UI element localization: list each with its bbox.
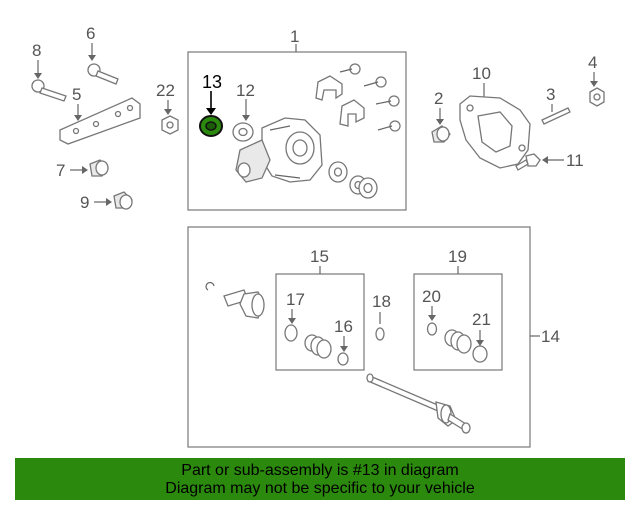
part-5-bracket[interactable] <box>59 97 141 145</box>
callout-19[interactable]: 19 <box>448 247 467 266</box>
assembly-box-1 <box>187 51 407 211</box>
part-21-clamp[interactable] <box>472 345 488 363</box>
bolt-group <box>339 63 401 132</box>
callout-15[interactable]: 15 <box>310 247 329 266</box>
callout-4[interactable]: 4 <box>588 53 597 72</box>
callout-17[interactable]: 17 <box>286 290 305 309</box>
callout-18[interactable]: 18 <box>372 292 391 311</box>
part-20-clamp[interactable] <box>426 322 438 336</box>
boot-19 <box>444 329 472 354</box>
info-banner: Part or sub-assembly is #13 in diagram D… <box>15 458 625 500</box>
part-4-nut[interactable] <box>589 87 605 107</box>
boot-15 <box>304 334 332 359</box>
callout-13[interactable]: 13 <box>202 72 222 92</box>
part-3-pin[interactable] <box>541 107 571 125</box>
part-18-ring[interactable] <box>375 327 385 341</box>
cv-joint-outer <box>205 282 265 319</box>
part-13-seal[interactable] <box>199 115 223 137</box>
part-7-bushing[interactable] <box>89 159 109 177</box>
callout-9[interactable]: 9 <box>80 193 89 212</box>
callout-6[interactable]: 6 <box>86 24 95 43</box>
callout-8[interactable]: 8 <box>32 41 41 60</box>
callout-12[interactable]: 12 <box>236 81 255 100</box>
side-bearing-washers <box>328 161 378 199</box>
part-12-bearing[interactable] <box>232 122 254 142</box>
part-2-bushing[interactable] <box>431 125 451 143</box>
callout-22[interactable]: 22 <box>156 81 175 100</box>
part-9-bushing[interactable] <box>113 191 133 210</box>
callout-7[interactable]: 7 <box>56 161 65 180</box>
part-11-bolt[interactable] <box>515 153 541 171</box>
bearing-cap-upper <box>315 75 343 101</box>
callout-20[interactable]: 20 <box>422 287 441 306</box>
part-22-nut[interactable] <box>161 115 179 135</box>
banner-line-2: Diagram may not be specific to your vehi… <box>165 480 475 497</box>
callout-1[interactable]: 1 <box>290 27 299 46</box>
axle-shaft <box>366 373 471 434</box>
callout-2[interactable]: 2 <box>434 89 443 108</box>
callout-10[interactable]: 10 <box>472 64 491 83</box>
callout-14[interactable]: 14 <box>541 327 560 346</box>
callout-5[interactable]: 5 <box>72 85 81 104</box>
banner-line-1: Part or sub-assembly is #13 in diagram <box>181 462 459 479</box>
callout-11[interactable]: 11 <box>566 151 584 170</box>
differential-housing <box>235 117 323 183</box>
bearing-cap-lower <box>339 99 365 127</box>
part-6-bolt[interactable] <box>87 63 119 85</box>
assembly-box-14 <box>187 226 531 448</box>
part-17-clamp[interactable] <box>284 324 298 342</box>
part-8-bolt[interactable] <box>31 79 67 102</box>
part-10-mount-bracket[interactable] <box>459 95 531 169</box>
callout-16[interactable]: 16 <box>334 317 353 336</box>
callout-21[interactable]: 21 <box>472 310 491 329</box>
part-16-clamp[interactable] <box>337 352 349 366</box>
callout-3[interactable]: 3 <box>546 85 555 104</box>
